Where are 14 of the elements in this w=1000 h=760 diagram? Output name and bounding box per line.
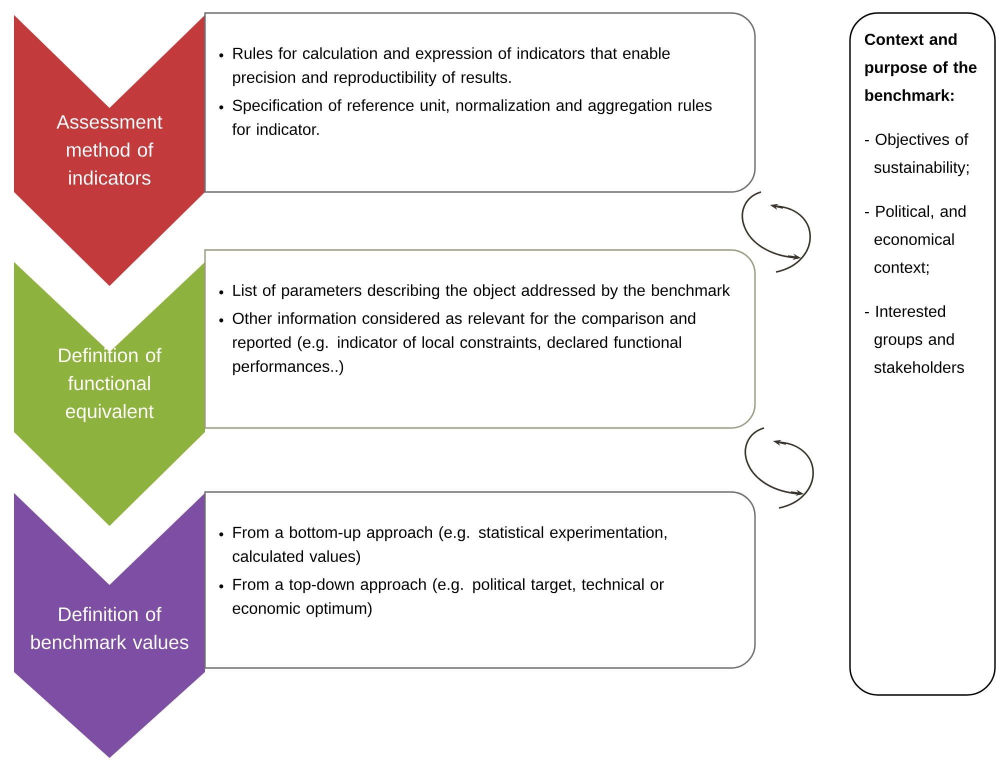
bullet-text: List of parameters describing the object addressed by the benchmark xyxy=(233,284,730,300)
text-box xyxy=(204,12,756,193)
bullet-text: Rules for calculation and expression of indicators that enable precision and reproductibility of results. xyxy=(233,47,670,86)
bullet-text: From a top-down approach (e.g. political target, technical or economic optimum) xyxy=(232,578,664,618)
list-item: - Political, and economical context; xyxy=(864,205,966,275)
context-box xyxy=(849,12,996,696)
bullet-text: Other information considered as relevant for the comparison and reported (e.g. indicator of local constraints, declared functional performances..) xyxy=(232,312,696,376)
text-box xyxy=(204,249,756,429)
text-box xyxy=(204,491,756,669)
list-item: - Interested groups and stakeholders xyxy=(864,305,964,373)
bullet-text: Specification of reference unit, normalization and aggregation rules for indicator. xyxy=(232,99,712,135)
heading: Context and purpose of the benchmark: xyxy=(864,33,977,101)
list-item: - Objectives of sustainability; xyxy=(864,133,968,176)
bullet-text: From a bottom-up approach (e.g. statistical experimentation, calculated values) xyxy=(232,526,666,566)
